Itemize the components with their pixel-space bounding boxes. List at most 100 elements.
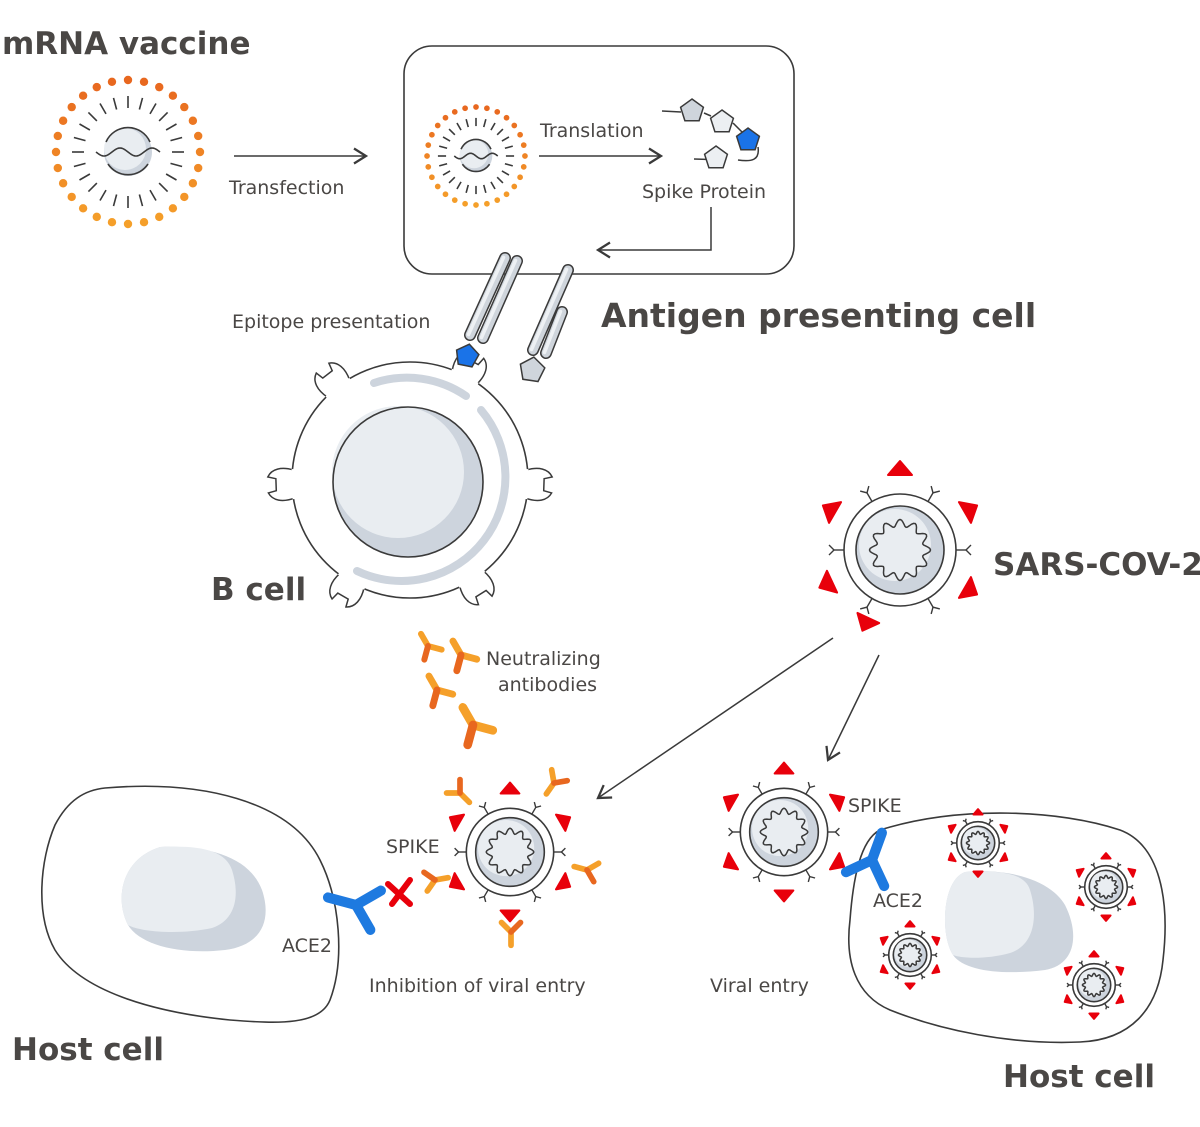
receptor-cup	[266, 467, 296, 502]
protein-stem	[927, 492, 934, 502]
antibody-arm	[429, 686, 441, 710]
ace2-receptor-left	[322, 885, 386, 935]
replicated-viruses	[879, 808, 1137, 1020]
lipid-dot	[473, 104, 479, 110]
mhc-chain-highlight	[542, 309, 563, 355]
lipid-dot	[92, 212, 101, 222]
spike-protein-icon	[1063, 965, 1073, 976]
lipid-dot	[425, 142, 432, 148]
receptor-join	[291, 468, 299, 500]
spike-triangle	[828, 852, 846, 871]
lipid-dot	[429, 174, 435, 181]
protein-arms	[859, 606, 870, 615]
spike-protein-label: Spike Protein	[642, 181, 766, 203]
protein-arms	[930, 485, 941, 494]
lipid-dot	[462, 200, 468, 207]
protein-arms	[989, 818, 994, 823]
lipid-tick	[149, 103, 157, 115]
lipid-tick	[442, 136, 451, 142]
translation-label: Translation	[539, 120, 644, 142]
protein-arms	[828, 544, 835, 556]
lipid-tick	[112, 194, 118, 207]
lipid-tick	[442, 170, 451, 176]
virus	[947, 808, 1009, 878]
protein-arms	[752, 781, 761, 789]
protein-stem	[757, 787, 763, 795]
protein-arms	[834, 827, 840, 837]
virus-protein	[1104, 1003, 1110, 1010]
lipid-dot	[503, 114, 510, 121]
lipid-tick	[79, 123, 91, 131]
ace2-receptor-right	[840, 827, 890, 892]
inhibition-label: Inhibition of viral entry	[369, 975, 586, 997]
lipid-tick	[496, 128, 504, 136]
protein-arms	[882, 952, 886, 958]
mhc-chain-highlight	[529, 267, 569, 352]
b-cell-receptor	[266, 467, 299, 502]
lipid-dot	[451, 109, 458, 115]
virus-protein	[1078, 884, 1085, 890]
spike-protein-icon	[931, 964, 941, 975]
spike-triangle	[773, 761, 795, 775]
spike-protein-icon	[972, 808, 984, 816]
b-cell	[266, 343, 554, 608]
spike-protein-icon	[957, 576, 979, 599]
virus-protein	[1078, 1003, 1084, 1010]
lipid-dot	[92, 82, 101, 92]
protein-arms	[965, 544, 972, 556]
virus	[448, 781, 572, 923]
virus-rna-core	[965, 830, 991, 856]
lipid-tick	[112, 97, 118, 110]
ace2-right-label: ACE2	[873, 890, 923, 912]
lipid-tick	[170, 136, 183, 142]
virus-protein	[920, 930, 926, 937]
mrna-strand	[453, 152, 499, 160]
lipid-tick	[482, 119, 487, 128]
protein-arms	[950, 840, 954, 846]
virus-rna-core	[897, 942, 923, 968]
protein-arms	[1002, 840, 1006, 846]
spike-protein-icon	[1127, 896, 1137, 907]
spike-triangle	[722, 793, 740, 812]
b-cell-nucleus	[332, 406, 464, 538]
virus-protein	[1090, 905, 1096, 912]
antibody	[443, 776, 473, 806]
antibody	[449, 637, 481, 675]
spike-right-label: SPIKE	[848, 795, 902, 817]
spike-protein-icon	[818, 569, 839, 594]
lipid-tick	[87, 111, 98, 122]
mrna-lipid-nanoparticle-in-cell	[424, 104, 528, 208]
virus	[1075, 852, 1137, 922]
antibody	[418, 630, 445, 663]
receptor-join	[325, 377, 353, 401]
lipid-tick	[501, 136, 510, 142]
viral-entry-label: Viral entry	[710, 975, 809, 997]
mhc-receptors	[464, 252, 574, 383]
protein-arms	[454, 847, 460, 857]
bound-epitope	[455, 343, 480, 368]
virus-protein	[752, 781, 763, 795]
antibody	[498, 919, 524, 949]
b-cell-nucleus-outline	[332, 406, 484, 558]
b-cell-title: B cell	[211, 572, 306, 608]
protein-arms	[478, 801, 487, 809]
ace2-left-label: ACE2	[282, 935, 332, 957]
virus-protein	[752, 869, 763, 883]
protein-stem	[757, 869, 763, 877]
protein-arms	[934, 952, 938, 958]
lipid-tick	[99, 189, 107, 201]
protein-arms	[533, 801, 542, 809]
virus-protein	[950, 840, 957, 846]
virus-protein	[1078, 960, 1084, 967]
spike-protein-icon	[554, 872, 572, 891]
lipid-tick	[490, 122, 496, 131]
antibody-arm	[463, 720, 478, 750]
protein-arms	[1090, 862, 1095, 867]
virus-protein	[859, 598, 873, 615]
virus-rna-core	[485, 827, 535, 877]
lipid-dot	[511, 183, 518, 190]
lipid-dot	[51, 147, 61, 157]
lipid-dot	[188, 116, 198, 125]
lipid-tick	[448, 176, 456, 184]
lipid-tick	[170, 162, 183, 168]
